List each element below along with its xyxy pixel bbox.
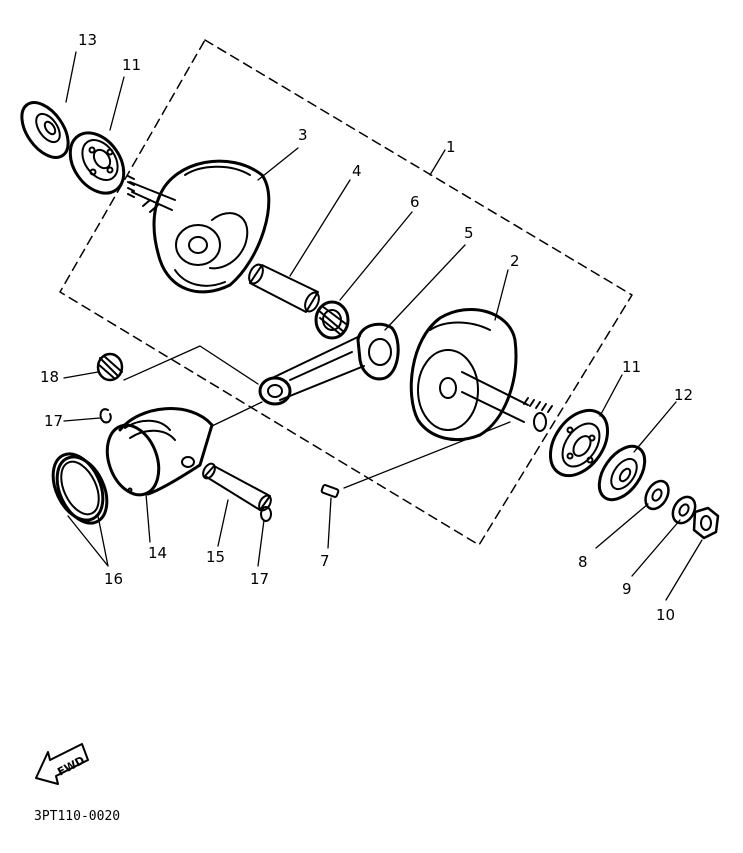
needle-bearing-6 <box>314 300 350 340</box>
label-4: 4 <box>352 162 362 180</box>
piston-14 <box>105 407 214 497</box>
label-3: 3 <box>298 126 308 144</box>
label-17-bottom: 17 <box>250 570 269 588</box>
label-10: 10 <box>656 606 675 624</box>
oil-seal-12 <box>597 444 647 502</box>
piston-rings-16 <box>51 452 109 525</box>
callout-labels: 13 11 3 1 4 6 5 2 11 12 18 17 14 15 17 1… <box>40 31 693 624</box>
fwd-label: FWD <box>55 754 87 779</box>
crank-half-2 <box>409 308 553 442</box>
label-18: 18 <box>40 368 59 386</box>
circlip-17-bottom <box>260 506 272 522</box>
bearing-11-right <box>548 408 610 478</box>
assembly-boundary <box>59 39 633 546</box>
label-16: 16 <box>104 570 123 588</box>
piston-pin-15 <box>202 462 272 512</box>
label-12: 12 <box>674 386 693 404</box>
nut-10 <box>692 506 720 540</box>
label-7: 7 <box>320 552 330 570</box>
crank-half-3 <box>127 159 271 294</box>
woodruff-key-7 <box>320 484 340 498</box>
label-14: 14 <box>148 544 167 562</box>
label-8: 8 <box>578 553 588 571</box>
connecting-rod-5 <box>258 322 400 406</box>
label-11: 11 <box>122 56 141 74</box>
label-6: 6 <box>410 193 420 211</box>
circlip-17-top <box>99 408 112 424</box>
label-11-right: 11 <box>622 358 641 376</box>
oil-seal-13 <box>20 101 70 159</box>
label-1: 1 <box>446 138 456 156</box>
bearing-11-left <box>68 131 126 195</box>
forward-arrow-icon: FWD <box>35 743 89 785</box>
label-9: 9 <box>622 580 632 598</box>
crank-pin-4 <box>248 263 320 313</box>
label-13: 13 <box>78 31 97 49</box>
lock-washer-9 <box>671 495 697 525</box>
small-end-bearing-18 <box>96 352 124 382</box>
label-2: 2 <box>510 252 520 270</box>
label-5: 5 <box>464 224 474 242</box>
washer-8 <box>644 479 670 511</box>
drawing-code: 3PT110-0020 <box>34 809 120 824</box>
label-17: 17 <box>44 412 63 430</box>
label-15: 15 <box>206 548 225 566</box>
leader-lines <box>63 51 703 601</box>
